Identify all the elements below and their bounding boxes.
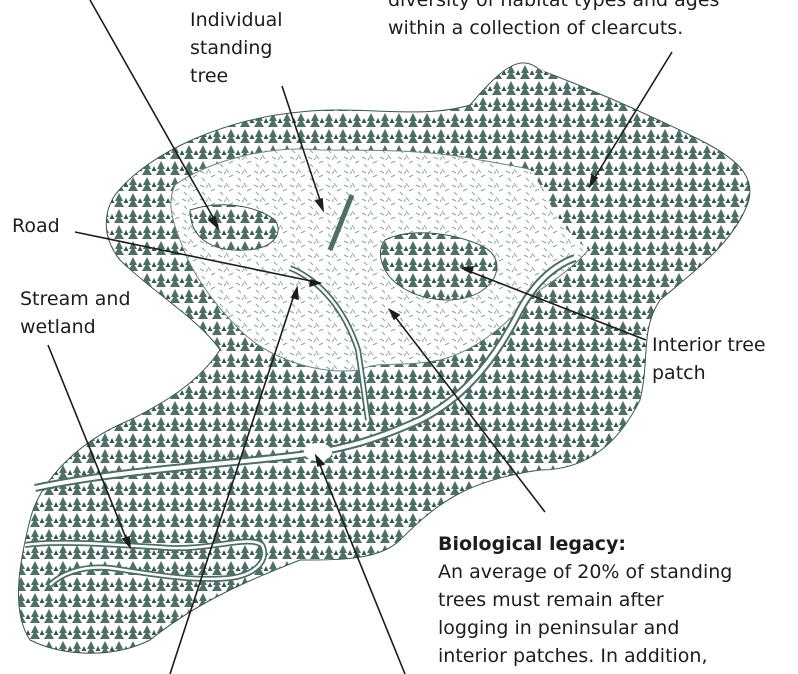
label-line: Stream and <box>20 285 131 313</box>
label-line: wetland <box>20 313 131 341</box>
label-line: standing <box>190 34 283 62</box>
label-line: logging in peninsular and <box>438 614 732 642</box>
label-line: within a collection of clearcuts. <box>388 14 719 42</box>
label-clearcut-caption: diversity of habitat types and ages with… <box>388 0 719 42</box>
label-line: tree <box>190 62 283 90</box>
label-line: Individual <box>190 6 283 34</box>
label-line: patch <box>652 359 766 387</box>
label-biological-legacy: Biological legacy: An average of 20% of … <box>438 530 732 670</box>
label-line: diversity of habitat types and ages <box>388 0 719 14</box>
label-line: trees must remain after <box>438 586 732 614</box>
label-line: Road <box>12 212 60 240</box>
label-individual-standing-tree: Individual standing tree <box>190 6 283 90</box>
label-line: An average of 20% of standing <box>438 558 732 586</box>
label-interior-tree-patch: Interior tree patch <box>652 331 766 387</box>
label-road: Road <box>12 212 60 240</box>
label-line: Interior tree <box>652 331 766 359</box>
label-line: interior patches. In addition, <box>438 642 732 670</box>
label-title: Biological legacy: <box>438 530 732 558</box>
label-stream-wetland: Stream and wetland <box>20 285 131 341</box>
